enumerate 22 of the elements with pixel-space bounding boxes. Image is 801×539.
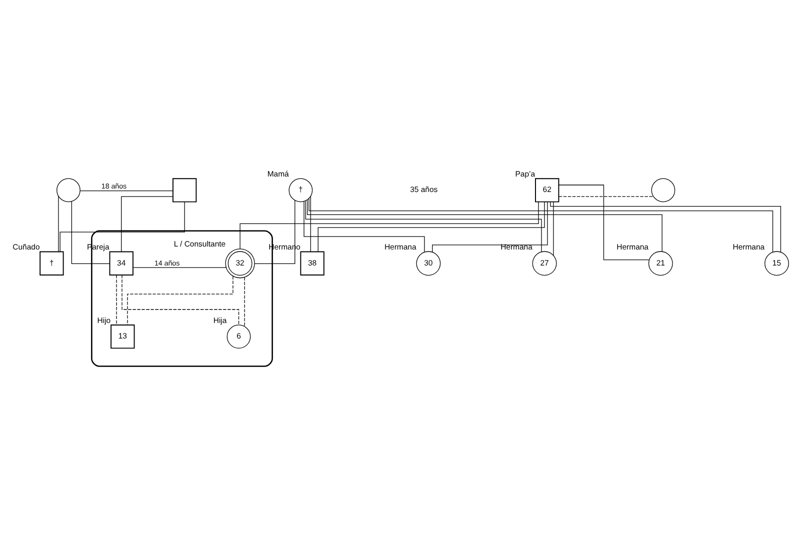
connector (116, 274, 117, 326)
connector (304, 201, 425, 252)
node-box (172, 178, 197, 202)
connector (307, 200, 662, 252)
connector (80, 190, 174, 192)
connector (71, 201, 110, 264)
connector (558, 184, 650, 260)
connector (558, 196, 654, 197)
connector (58, 196, 59, 252)
connector (550, 202, 782, 252)
connector (240, 202, 539, 250)
node-circle (56, 178, 80, 202)
connector (553, 202, 554, 256)
connector (310, 196, 311, 252)
connector (432, 202, 548, 252)
connector (132, 267, 226, 268)
connector (254, 200, 296, 264)
node-circle (651, 178, 676, 202)
connector (308, 198, 774, 252)
connector (60, 202, 185, 252)
connector (244, 277, 245, 327)
connector (121, 196, 173, 252)
